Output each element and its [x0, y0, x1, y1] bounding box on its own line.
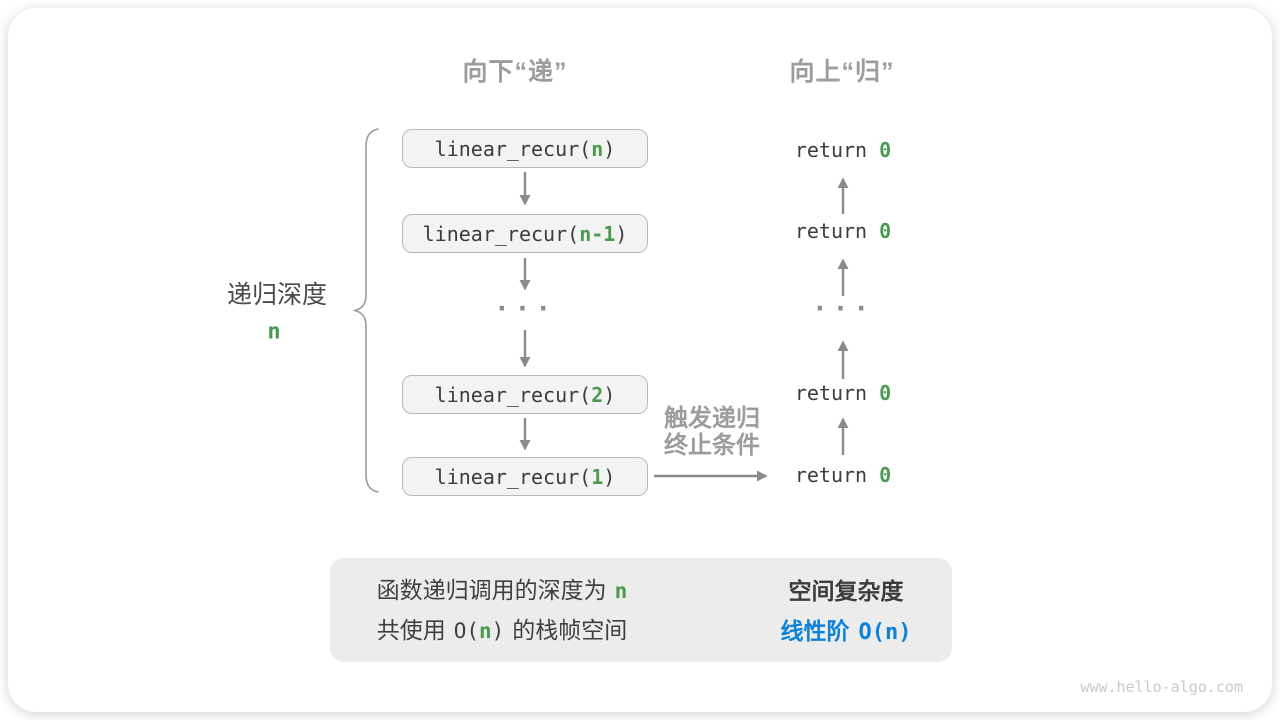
call-box-arg: 1 [591, 464, 604, 489]
call-box-suffix: ) [603, 136, 616, 161]
result-big-o: O(n) [858, 620, 912, 645]
call-box-2: linear_recur(2) [402, 375, 648, 414]
header-return-up: 向上“归” [789, 58, 895, 86]
stack-ellipsis: ··· [494, 294, 556, 324]
call-box-prefix: linear_recur( [434, 136, 592, 161]
return-value: 0 [879, 463, 892, 487]
big-o-open: O( [453, 619, 479, 643]
call-box-suffix: ) [603, 464, 616, 489]
return-keyword: return [794, 463, 868, 487]
return-ellipsis: ··· [812, 294, 874, 324]
depth-label: 递归深度 [226, 281, 328, 309]
call-box-arg: n-1 [579, 221, 616, 246]
return-keyword: return [794, 219, 868, 243]
base-case-line2: 终止条件 [664, 432, 760, 459]
result-label: 线性阶 [780, 618, 850, 644]
summary-line2-pre: 共使用 [376, 617, 446, 643]
return-keyword: return [794, 381, 868, 405]
summary-line1-text: 函数递归调用的深度为 [376, 577, 607, 603]
return-statement: return 0 [795, 463, 891, 487]
big-o-var: n [478, 619, 492, 643]
summary-line1-var: n [614, 579, 628, 603]
summary-result: 空间复杂度 线性阶 O(n) [758, 571, 934, 653]
summary-line2: 共使用 O(n) 的栈帧空间 [336, 611, 668, 651]
summary-box [330, 558, 952, 662]
call-box-prefix: linear_recur( [434, 382, 592, 407]
call-box-suffix: ) [615, 221, 628, 246]
summary-line1: 函数递归调用的深度为 n [336, 571, 668, 611]
result-title: 空间复杂度 [788, 578, 904, 604]
call-box-arg: 2 [591, 382, 604, 407]
call-box-prefix: linear_recur( [422, 221, 580, 246]
return-statement: return 0 [795, 138, 891, 162]
base-case-line1: 触发递归 [664, 405, 760, 432]
return-value: 0 [879, 381, 892, 405]
return-value: 0 [879, 138, 892, 162]
big-o-close: ) [491, 619, 505, 643]
return-keyword: return [794, 138, 868, 162]
call-box-arg: n [591, 136, 604, 161]
base-case-label: 触发递归 终止条件 [664, 405, 760, 459]
call-box-1: linear_recur(1) [402, 457, 648, 496]
return-statement: return 0 [795, 381, 891, 405]
header-recurse-down: 向下“递” [462, 58, 568, 86]
result-complexity: 线性阶 O(n) [758, 611, 934, 653]
return-value: 0 [879, 219, 892, 243]
summary-line2-post: 的栈帧空间 [512, 617, 628, 643]
call-box-n-1: linear_recur(n-1) [402, 214, 648, 253]
watermark-url: www.hello-algo.com [1080, 678, 1243, 696]
call-box-prefix: linear_recur( [434, 464, 592, 489]
call-box-suffix: ) [603, 382, 616, 407]
call-box-n: linear_recur(n) [402, 129, 648, 168]
return-statement: return 0 [795, 219, 891, 243]
depth-value: n [267, 319, 281, 345]
